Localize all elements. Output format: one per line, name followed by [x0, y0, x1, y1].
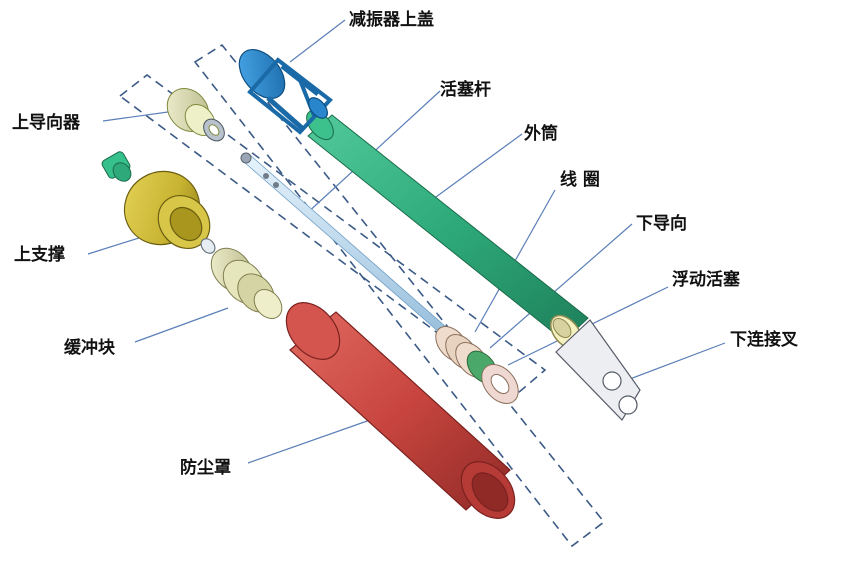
floating-piston-part: [481, 364, 519, 404]
lower-fork-part: [555, 319, 641, 421]
outer-tube-part: [306, 109, 589, 350]
upper-support-part: [123, 170, 216, 254]
leader-outer-tube: [424, 133, 523, 206]
label-upper-support: 上支撑: [14, 245, 65, 265]
buffer-block-part: [210, 247, 283, 319]
label-upper-guide: 上导向器: [12, 113, 80, 133]
label-piston-rod: 活塞杆: [440, 80, 491, 100]
leader-lower-fork: [621, 342, 726, 383]
label-lower-guide: 下导向: [636, 214, 687, 234]
frame-lower-group: [193, 43, 606, 548]
label-buffer-block: 缓冲块: [64, 338, 115, 358]
small-green-part: [101, 151, 132, 182]
leader-top-cover: [289, 19, 346, 63]
label-dust-cover: 防尘罩: [180, 458, 231, 478]
label-floating-piston: 浮动活塞: [672, 270, 740, 290]
leader-upper-guide: [102, 111, 169, 122]
dashed-frames: [118, 43, 606, 548]
label-lower-fork: 下连接叉: [730, 330, 798, 350]
frame-upper-group: [118, 73, 547, 395]
label-top-cover: 减振器上盖: [349, 10, 434, 30]
label-coil: 线 圈: [560, 170, 600, 190]
dust-cover-part: [285, 302, 516, 519]
leader-dust-cover: [247, 419, 371, 464]
leader-lower-guide: [489, 223, 633, 349]
label-outer-tube: 外筒: [524, 124, 558, 144]
top-cover-part: [238, 49, 333, 135]
leader-buffer-block: [134, 307, 229, 343]
piston-rod-part: [240, 152, 471, 355]
upper-guide-part: [166, 88, 225, 142]
